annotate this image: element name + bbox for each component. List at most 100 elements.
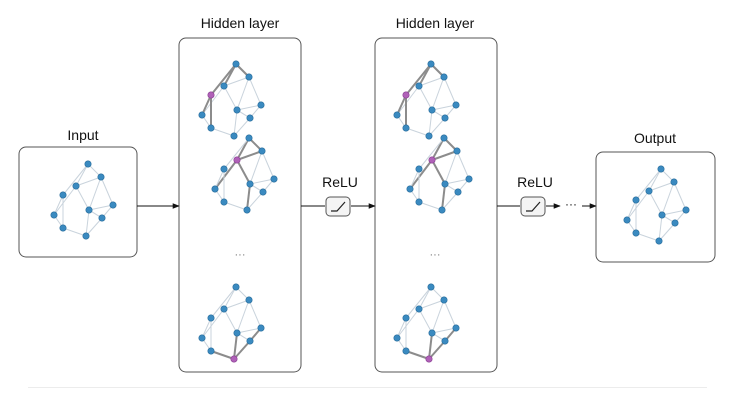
relu-activation-icon	[331, 201, 346, 212]
output-graph-node-6	[623, 216, 631, 224]
hidden-2-graph-middle-node-9	[438, 206, 446, 214]
hidden-1-graph-top-edge-16	[210, 127, 235, 137]
hidden-2-graph-middle-edge-7	[431, 159, 446, 185]
input-graph-node-8	[59, 224, 67, 232]
output-graph-edge-16	[635, 232, 660, 242]
input-graph-edge-5	[88, 176, 102, 211]
input-graph-node-6	[50, 211, 58, 219]
output-graph-edge-12	[658, 214, 663, 242]
output-graph-edge-11	[661, 209, 687, 216]
hidden-2-graph-bottom-edge-1	[418, 286, 432, 310]
ellipsis-hidden-1: ···	[234, 249, 246, 261]
hidden-2-graph-top-node-7	[441, 114, 449, 122]
hidden-1-graph-bottom-edge-12	[233, 332, 238, 360]
relu-1-label: ReLU	[322, 174, 358, 190]
output-graph-edge-8	[626, 199, 637, 221]
input-graph-edge-7	[75, 185, 90, 211]
output-graph-node-5	[658, 211, 666, 219]
output-graph-edge-2	[635, 168, 662, 201]
hidden-2-graph-middle-node-5	[441, 180, 449, 188]
hidden-1-graph-middle-edge-1	[236, 137, 250, 161]
hidden-1-graph-bottom-node-5	[233, 329, 241, 337]
hidden-1-graph-middle-edge-7	[236, 159, 251, 185]
hidden-1-graph-bottom-node-7	[246, 337, 254, 345]
hidden-1-graph-middle-node-8	[220, 198, 228, 206]
hidden-1-graph-middle-edge-2	[223, 137, 250, 170]
hidden-2-graph-middle-edge-4	[431, 150, 458, 161]
input-graph-node-2	[72, 182, 80, 190]
input-box	[18, 146, 138, 258]
hidden-1-graph-middle-edge-16	[223, 201, 248, 211]
hidden-1-graph-bottom-edge-6	[201, 308, 225, 339]
hidden-2-graph-middle-edge-16	[418, 201, 443, 211]
relu-2-label: ReLU	[517, 174, 553, 190]
hidden-1-graph-top-edge-12	[233, 109, 238, 137]
hidden-1-graph-top-node-6	[198, 111, 206, 119]
hidden-1-graph-middle-edge-8	[214, 168, 225, 190]
hidden-1-graph-bottom-edge-8	[201, 317, 212, 339]
hidden-1-graph-top-node-0	[232, 60, 240, 68]
hidden-1-graph-top-edge-2	[210, 63, 237, 96]
hidden-1-graph-middle-edge-4	[236, 150, 263, 161]
input-graph-edge-12	[85, 209, 90, 237]
hidden-2-graph-bottom-node-5	[428, 329, 436, 337]
input-graph-edge-6	[53, 185, 77, 216]
hidden-1-graph-middle-node-6	[211, 185, 219, 193]
hidden-1-graph-bottom-edge-4	[223, 299, 250, 310]
hidden-2-graph-top-edge-15	[428, 117, 446, 137]
hidden-2-graph-top-edge-11	[431, 104, 457, 111]
hidden-2-graph-bottom-node-7	[441, 337, 449, 345]
hidden-1-graph-bottom-node-1	[245, 296, 253, 304]
hidden-1-graph-top-edge-15	[233, 117, 251, 137]
hidden-1-graph-middle-edge-11	[249, 178, 275, 185]
input-graph-node-5	[85, 206, 93, 214]
ellipsis-hidden-2: ···	[429, 249, 441, 261]
hidden-1-graph-top-edge-8	[201, 94, 212, 116]
hidden-2-graph-top-edge-12	[428, 109, 433, 137]
input-graph-edge-8	[53, 194, 64, 216]
hidden-2-graph-middle-node-0	[440, 134, 448, 142]
hidden-layer-1-box	[178, 37, 302, 373]
output-graph-edge-15	[658, 222, 676, 242]
input-graph-edge-4	[75, 176, 102, 187]
hidden-2-graph-middle-node-8	[415, 198, 423, 206]
hidden-2-graph-bottom-edge-2	[405, 286, 432, 319]
hidden-2-graph-bottom-edge-8	[396, 317, 407, 339]
hidden-2-graph-bottom-node-0	[427, 283, 435, 291]
hidden-1-graph-top-edge-3	[248, 76, 262, 106]
hidden-1-graph-middle-node-4	[270, 175, 278, 183]
hidden-1-graph-bottom-node-6	[198, 334, 206, 342]
relu-1-box	[325, 196, 351, 217]
hidden-2-graph-middle-edge-12	[441, 183, 446, 211]
hidden-2-graph-bottom-node-3	[402, 314, 410, 322]
output-graph-node-7	[671, 219, 679, 227]
hidden-2-graph-top-node-0	[427, 60, 435, 68]
hidden-1-graph-top-node-9	[230, 132, 238, 140]
hidden-2-graph-top-edge-6	[396, 85, 420, 116]
output-graph-node-0	[657, 165, 665, 173]
hidden-1-graph-top-node-3	[207, 91, 215, 99]
hidden-1-graph-top-node-1	[245, 73, 253, 81]
output-graph-edge-3	[673, 181, 687, 211]
hidden-1-graph-middle-node-7	[259, 188, 267, 196]
hidden-1-graph-middle-node-2	[233, 156, 241, 164]
input-graph-node-7	[98, 214, 106, 222]
hidden-1-graph-top-edge-7	[223, 85, 238, 111]
output-graph-edge-1	[648, 168, 662, 192]
hidden-1-graph-middle-edge-6	[214, 159, 238, 190]
hidden-1-graph-bottom-edge-1	[223, 286, 237, 310]
output-box	[595, 151, 716, 263]
hidden-2-graph-middle-edge-5	[444, 150, 458, 185]
output-graph-edge-5	[661, 181, 675, 216]
hidden-2-graph-bottom-node-9	[425, 355, 433, 363]
hidden-1-graph-middle-node-9	[243, 206, 251, 214]
hidden-2-graph-middle-edge-8	[409, 168, 420, 190]
hidden-2-graph-middle-node-1	[453, 147, 461, 155]
hidden-1-graph-middle-edge-5	[249, 150, 263, 185]
hidden-2-graph-bottom-node-2	[415, 305, 423, 313]
hidden-2-graph-top-node-9	[425, 132, 433, 140]
output-graph-node-1	[670, 178, 678, 186]
ellipsis-before-output: ···	[565, 197, 577, 211]
hidden-2-graph-bottom-edge-16	[405, 350, 430, 360]
